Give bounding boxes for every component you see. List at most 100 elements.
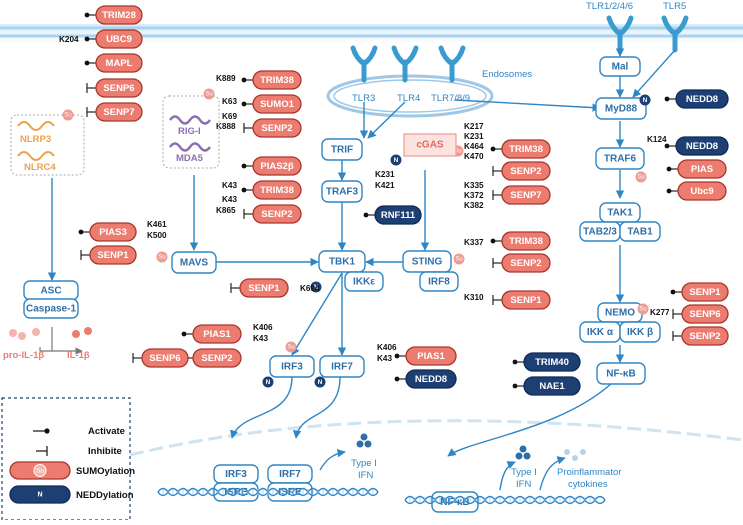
legend-activate: Activate: [88, 426, 125, 437]
trim38-a-label: TRIM38: [260, 75, 294, 86]
nedd-badge: N: [310, 281, 322, 293]
tbk1-node: TBK1: [318, 250, 366, 273]
myd88-label: MyD88: [605, 104, 638, 115]
ubc9-label: UBC9: [106, 34, 132, 45]
activate-dot: [670, 289, 676, 295]
modifier-senp6-b: SENP6: [141, 348, 189, 368]
cytokine-label-2: cytokines: [568, 479, 608, 490]
senp6-b-label: SENP6: [149, 353, 180, 364]
modifier-rnf111: RNF111: [374, 205, 422, 225]
myd88-node: MyD88: [595, 97, 647, 120]
irf7-label: IRF7: [331, 362, 353, 373]
activate-dot: [490, 238, 496, 244]
site-k335: K335: [464, 181, 484, 190]
activate-dot: [241, 163, 247, 169]
nedd-badge: N: [390, 154, 402, 166]
trif-label: TRIF: [331, 145, 353, 156]
sting-node: STING: [402, 250, 452, 273]
modifier-trim28: TRIM28: [95, 5, 143, 25]
site-k310: K310: [464, 293, 484, 302]
receptor-tlr789: TLR7/8/9: [431, 45, 470, 104]
site-k406-b: K406: [377, 343, 397, 352]
pias3-label: PIAS3: [99, 227, 126, 238]
irf8-label: IRF8: [428, 277, 450, 288]
modifier-senp1-a: SENP1: [89, 245, 137, 265]
site-k124: K124: [647, 135, 667, 144]
nuc_irf7-label: IRF7: [279, 469, 301, 480]
nedd8-a-label: NEDD8: [415, 374, 447, 385]
modifier-pills: TRIM28UBC9MAPLSENP6SENP7TRIM38SUMO1SENP2…: [62, 5, 729, 396]
isre1-node: ISRE: [213, 482, 259, 502]
asc-label: ASC: [40, 286, 61, 297]
traf6-node: TRAF6: [595, 147, 645, 170]
nlrp3-label: NLRP3: [20, 134, 51, 145]
site-k277: K277: [650, 308, 670, 317]
senp2-e-label: SENP2: [510, 258, 541, 269]
tlr3-label: TLR3: [352, 93, 375, 104]
receptor-tlr3: TLR3: [350, 45, 378, 104]
activate-dot: [490, 146, 496, 152]
rnf111-label: RNF111: [381, 210, 416, 221]
tak1-node: TAK1: [599, 202, 641, 223]
site-k217: K217: [464, 122, 484, 131]
modifier-mapl: MAPL: [95, 53, 143, 73]
ikka-node: IKK α: [579, 321, 621, 343]
activate-dot: [664, 96, 670, 102]
modifier-senp2-a: SENP2: [252, 118, 302, 138]
activate-dot: [84, 36, 90, 42]
legend-sumoylation: SUMOylation: [76, 466, 135, 477]
su-badge-text: Su: [639, 307, 646, 313]
nedd-badge: N: [314, 376, 326, 388]
senp1-b-label: SENP1: [248, 283, 280, 294]
su-badge-text: Su: [205, 92, 212, 98]
site-k337: K337: [464, 238, 484, 247]
nae1-label: NAE1: [539, 381, 565, 392]
modifier-trim38-b: TRIM38: [252, 180, 302, 200]
modifier-nedd8-c: NEDD8: [675, 136, 729, 156]
site-k63: K63: [222, 97, 237, 106]
site-k694: K694: [300, 284, 320, 293]
su-badge-text: Su: [158, 255, 165, 261]
endosomes-label: Endosomes: [482, 69, 532, 80]
ifn2-label: Type I: [511, 467, 537, 478]
activate-dot: [666, 188, 672, 194]
rigi-label: RIG-I: [178, 126, 201, 137]
site-k382: K382: [464, 201, 484, 210]
tab1-node: TAB1: [619, 221, 661, 242]
sumo-badge: Su: [62, 109, 74, 121]
activate-dot: [241, 101, 247, 107]
site-k461: K461: [147, 220, 167, 229]
nuc_irf3-label: IRF3: [225, 469, 247, 480]
activate-dot: [512, 383, 518, 389]
activate-dot: [84, 12, 90, 18]
trim38-d-label: TRIM38: [509, 236, 543, 247]
ikka-label: IKK α: [587, 327, 614, 338]
modifier-pias2b: PIAS2β: [252, 156, 302, 176]
nedd-badge: N: [639, 94, 651, 106]
tbk1-label: TBK1: [329, 257, 356, 268]
nemo-label: NEMO: [605, 308, 635, 319]
activate-dot: [241, 77, 247, 83]
traf3-node: TRAF3: [321, 180, 363, 203]
modifier-trim38-c: TRIM38: [501, 139, 551, 159]
n-badge-text: N: [394, 157, 399, 164]
trim40-label: TRIM40: [535, 357, 569, 368]
ikke-node: IKKε: [344, 271, 384, 292]
su-badge-text: Su: [64, 113, 71, 119]
endosome: Endosomes: [326, 69, 532, 118]
site-k500: K500: [147, 231, 167, 240]
cgas-node: cGAS: [403, 133, 457, 157]
tab23-node: TAB2/3: [579, 221, 621, 242]
irf3-label: IRF3: [281, 362, 303, 373]
pias1-b-label: PIAS1: [417, 351, 445, 362]
site-k43-a: K43: [222, 181, 237, 190]
site-k231-b: K231: [375, 170, 395, 179]
modifier-trim38-a: TRIM38: [252, 70, 302, 90]
site-k43-d: K43: [377, 354, 392, 363]
mda5-label: MDA5: [176, 153, 204, 164]
sumo1-label: SUMO1: [260, 99, 295, 110]
irf7-node: IRF7: [319, 355, 365, 378]
senp2-c-label: SENP2: [201, 353, 232, 364]
modifier-pias3: PIAS3: [89, 222, 137, 242]
